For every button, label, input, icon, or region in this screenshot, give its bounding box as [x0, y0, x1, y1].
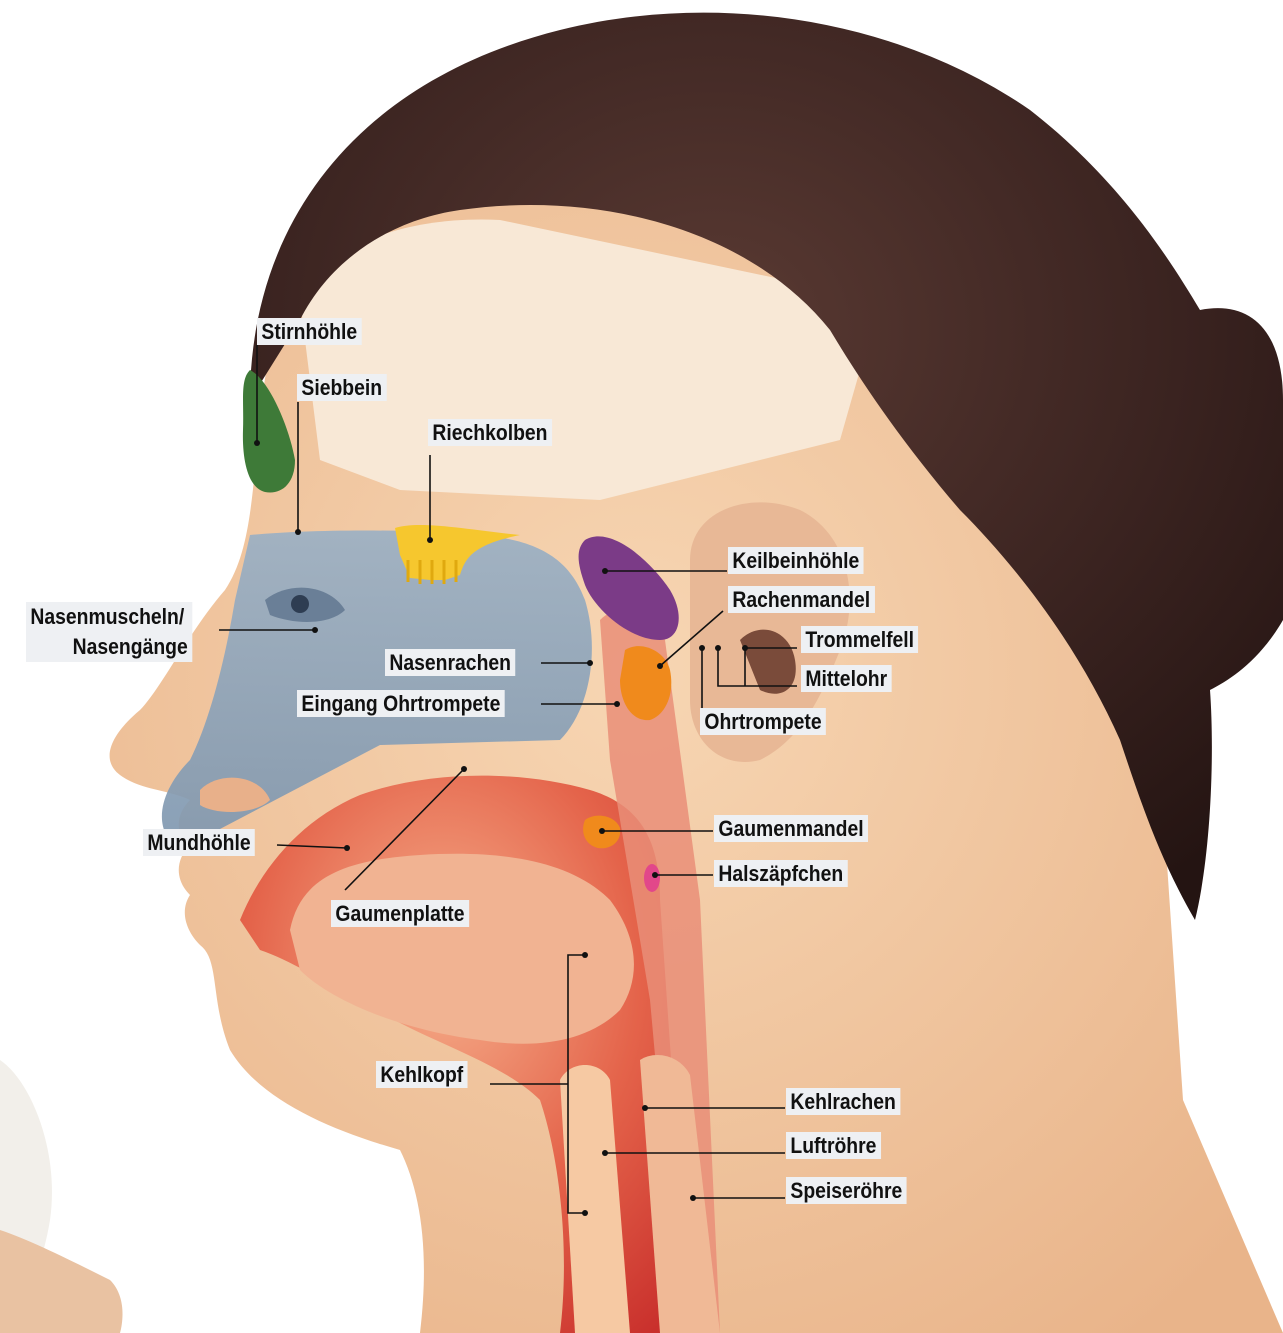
- label-trommelfell: Trommelfell: [801, 626, 918, 653]
- label-luftroehre: Luftröhre: [786, 1132, 881, 1159]
- label-kehlrachen: Kehlrachen: [786, 1088, 900, 1115]
- label-speiseroehre: Speiseröhre: [786, 1177, 907, 1204]
- label-rachenmandel: Rachenmandel: [728, 586, 875, 613]
- label-keilbeinhoehle: Keilbeinhöhle: [728, 547, 864, 574]
- label-stirnhoehle: Stirnhöhle: [257, 318, 362, 345]
- uvula: [644, 864, 660, 892]
- label-gaumenmandel: Gaumenmandel: [714, 815, 868, 842]
- label-mundhoehle: Mundhöhle: [143, 829, 255, 856]
- label-nasenmuscheln-line1: Nasenmuscheln/: [30, 602, 187, 632]
- label-siebbein: Siebbein: [297, 374, 386, 401]
- label-mittelohr: Mittelohr: [801, 665, 892, 692]
- label-gaumenplatte: Gaumenplatte: [331, 900, 469, 927]
- label-halszaepfchen: Halszäpfchen: [714, 860, 848, 887]
- label-nasenrachen: Nasenrachen: [385, 649, 515, 676]
- label-nasenmuscheln-line2: Nasengänge: [30, 632, 187, 662]
- label-nasenmuscheln: Nasenmuscheln/ Nasengänge: [26, 602, 192, 662]
- label-ohrtrompete: Ohrtrompete: [700, 708, 826, 735]
- label-kehlkopf: Kehlkopf: [376, 1061, 468, 1088]
- label-riechkolben: Riechkolben: [428, 419, 552, 446]
- label-eingang-ohrtrompete: Eingang Ohrtrompete: [297, 690, 505, 717]
